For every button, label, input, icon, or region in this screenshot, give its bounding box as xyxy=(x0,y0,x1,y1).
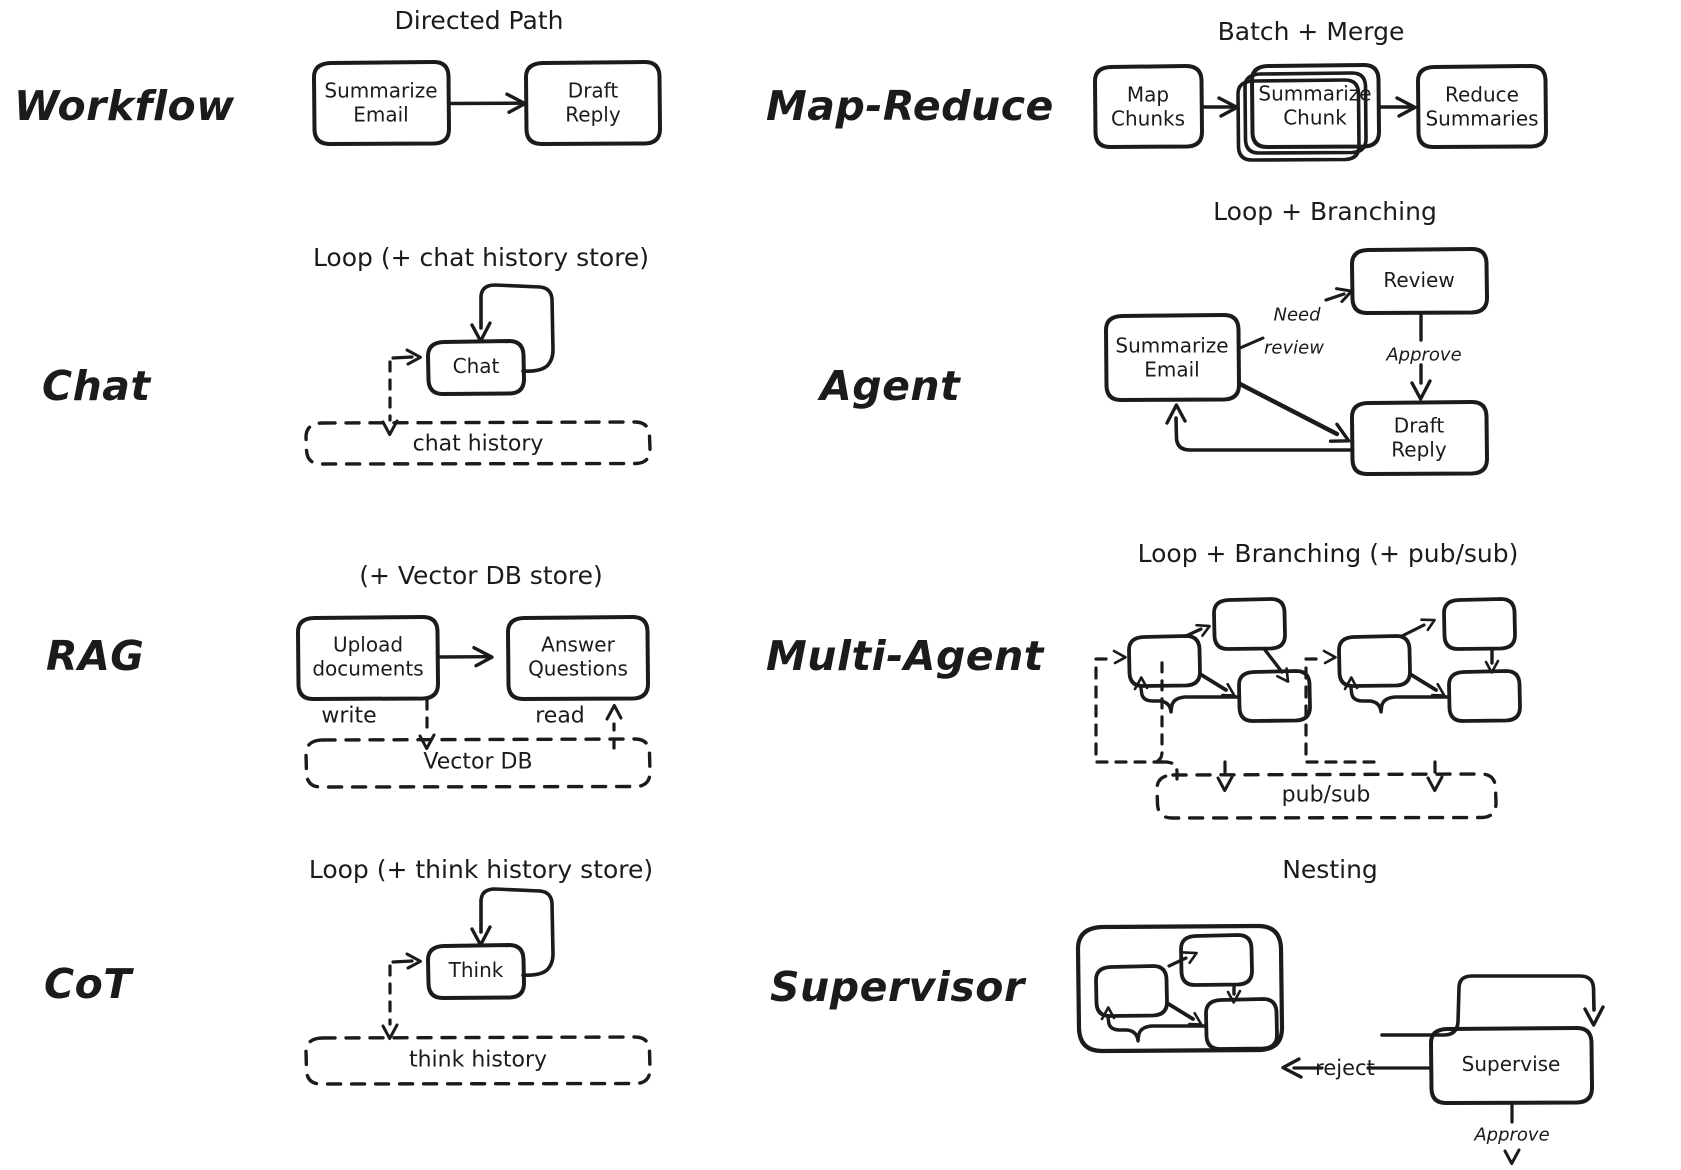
ma1-node-top xyxy=(1212,597,1287,651)
ma2-node-top xyxy=(1442,597,1517,651)
caption-nesting: Nesting xyxy=(1282,855,1378,884)
row-label-supervisor: Supervisor xyxy=(770,963,1025,1011)
caption-loop-think: Loop (+ think history store) xyxy=(308,855,654,884)
edge-label-read: read xyxy=(535,703,585,729)
store-label-vector-db: Vector DB xyxy=(423,749,533,775)
ma2-arrow-pubsub-out xyxy=(1426,775,1444,792)
edge-label-review: review xyxy=(1264,337,1324,359)
caption-loop-branching: Loop + Branching xyxy=(1213,197,1437,226)
node-answer-questions-box xyxy=(506,615,650,701)
store-label-pubsub: pub/sub xyxy=(1281,782,1371,808)
node-agent-summarize-email-box xyxy=(1104,313,1241,402)
row-label-agent: Agent xyxy=(820,362,961,410)
ma2-edge-left-top xyxy=(1400,623,1426,638)
edge-label-approve2: Approve xyxy=(1474,1124,1550,1146)
arrowhead-a1-a3 xyxy=(1327,422,1355,451)
sv-node-top xyxy=(1179,933,1254,987)
row-label-multi-agent: Multi-Agent xyxy=(766,632,1044,680)
ma1-edge-right-left xyxy=(1139,686,1241,714)
edge-need-review-tick xyxy=(1238,336,1265,350)
edge-group-to-supervise xyxy=(1380,974,1596,1037)
row-label-cot: CoT xyxy=(44,960,132,1008)
cot-self-loop xyxy=(479,887,555,977)
node-chat-box xyxy=(426,339,526,396)
edge-label-write: write xyxy=(321,703,377,729)
row-label-rag: RAG xyxy=(46,632,145,680)
row-label-map-reduce: Map-Reduce xyxy=(766,82,1054,130)
arrowhead-write xyxy=(418,733,436,750)
store-label-chat-history: chat history xyxy=(412,431,544,457)
edge-a3-a1 xyxy=(1174,416,1354,452)
store-label-think-history: think history xyxy=(408,1047,548,1073)
arrowhead-read xyxy=(605,704,623,721)
edge-label-reject: reject xyxy=(1315,1056,1375,1080)
node-think-box xyxy=(426,943,526,1000)
chat-self-loop xyxy=(479,283,555,373)
edge-history-to-chat xyxy=(391,355,414,360)
ma2-arrow-pubsub-in xyxy=(1322,649,1337,665)
caption-loop-chat: Loop (+ chat history store) xyxy=(312,243,650,272)
ma2-edge-right-left xyxy=(1349,686,1451,714)
caption-directed-path: Directed Path xyxy=(394,6,564,35)
node-map-chunks-box xyxy=(1093,64,1204,149)
caption-loop-branching-pubsub: Loop + Branching (+ pub/sub) xyxy=(1137,539,1519,568)
node-summarize-chunk-stack-mid xyxy=(1243,71,1368,155)
ma1-edge-left-right xyxy=(1198,672,1228,692)
store-chat-history-box xyxy=(304,420,652,466)
ma2-edge-pubsub-in-path xyxy=(1304,657,1376,764)
row-label-workflow: Workflow xyxy=(14,82,235,130)
node-summarize-email-box xyxy=(312,60,451,146)
node-supervise-box xyxy=(1429,1026,1594,1105)
edge-label-need: Need xyxy=(1273,304,1321,326)
ma1-edge-pubsub-in-path xyxy=(1094,657,1166,764)
sv-arrow-left-top xyxy=(1182,946,1201,965)
ma1-node-right xyxy=(1237,669,1312,723)
ma1-edge-top-right xyxy=(1263,648,1284,674)
ma1-arrow-pubsub-in xyxy=(1112,649,1127,665)
node-agent-draft-reply-box xyxy=(1350,400,1489,476)
edge-label-approve: Approve xyxy=(1386,344,1462,366)
sv-node-left xyxy=(1094,964,1169,1018)
edge-need-review-arrow xyxy=(1324,292,1346,302)
edge-a1-a3 xyxy=(1237,381,1340,437)
ma2-edge-left-right xyxy=(1408,672,1438,692)
node-summarize-chunk-box xyxy=(1250,63,1381,149)
caption-batch-merge: Batch + Merge xyxy=(1217,17,1405,46)
ma1-arrow-pubsub-out xyxy=(1216,775,1234,792)
node-review-box xyxy=(1350,247,1489,315)
sv-edge-left-right xyxy=(1165,1001,1195,1021)
arrowhead-supervise-approve xyxy=(1503,1148,1521,1165)
ma2-arrow-left-top xyxy=(1420,613,1439,632)
store-pubsub-box xyxy=(1155,772,1498,820)
sv-edge-left-top xyxy=(1167,956,1188,968)
sv-edge-right-left xyxy=(1106,1015,1208,1043)
ma2-node-left xyxy=(1337,634,1412,688)
edge-history-to-think xyxy=(391,959,414,964)
ma1-edge-left-top xyxy=(1184,627,1203,638)
node-upload-documents-box xyxy=(296,615,440,701)
ma2-node-right xyxy=(1447,669,1522,723)
ma1-node-left xyxy=(1127,634,1202,688)
row-label-chat: Chat xyxy=(42,362,151,410)
node-summarize-chunk-stack-back xyxy=(1236,78,1361,162)
ma1-arrow-left-top xyxy=(1195,619,1214,638)
caption-vector-db-store: (+ Vector DB store) xyxy=(359,561,603,590)
node-reduce-summaries-box xyxy=(1416,64,1548,149)
node-draft-reply-box xyxy=(524,60,662,146)
sv-node-right xyxy=(1204,997,1279,1051)
